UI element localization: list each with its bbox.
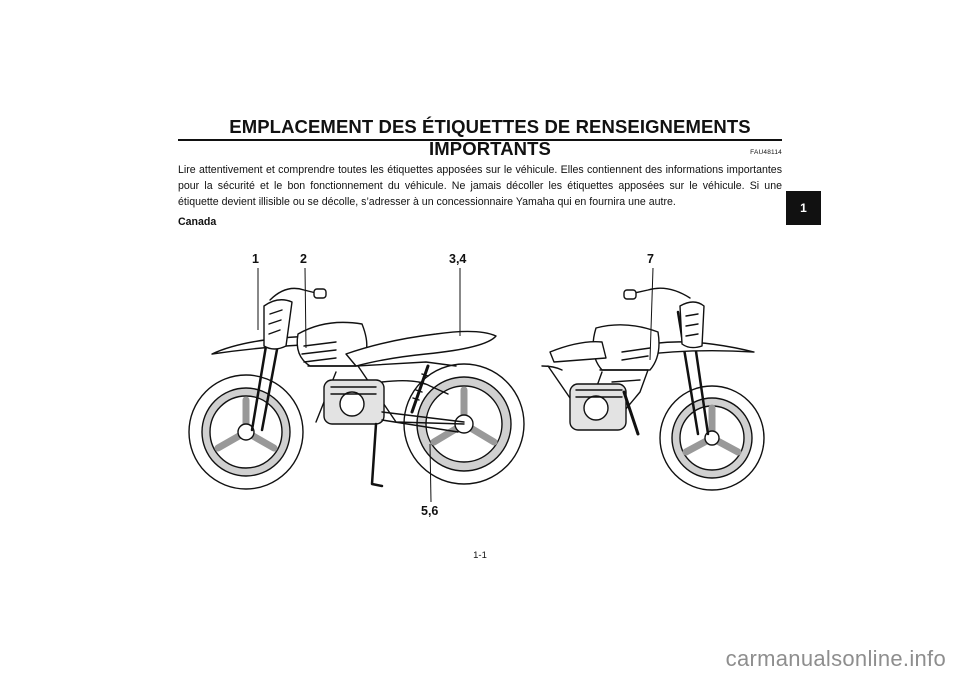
callout-2: 2 bbox=[300, 252, 307, 266]
motorcycle-left-side-illustration bbox=[188, 287, 525, 490]
callout-3-4: 3,4 bbox=[449, 252, 467, 266]
page-number: 1-1 bbox=[473, 550, 487, 561]
region-heading: Canada bbox=[178, 216, 217, 228]
intro-paragraph: Lire attentivement et comprendre toutes … bbox=[178, 164, 782, 208]
callout-7: 7 bbox=[647, 252, 654, 266]
watermark-text: carmanualsonline.info bbox=[725, 646, 946, 671]
title-rule bbox=[178, 139, 782, 141]
callout-1: 1 bbox=[252, 252, 259, 266]
page-title: EMPLACEMENT DES ÉTIQUETTES DE RENSEIGNEM… bbox=[229, 116, 751, 159]
reference-code: FAU48114 bbox=[750, 149, 782, 156]
motorcycle-right-side-illustration bbox=[541, 287, 765, 491]
chapter-tab: 1 bbox=[786, 191, 821, 225]
callout-5-6: 5,6 bbox=[421, 504, 439, 518]
